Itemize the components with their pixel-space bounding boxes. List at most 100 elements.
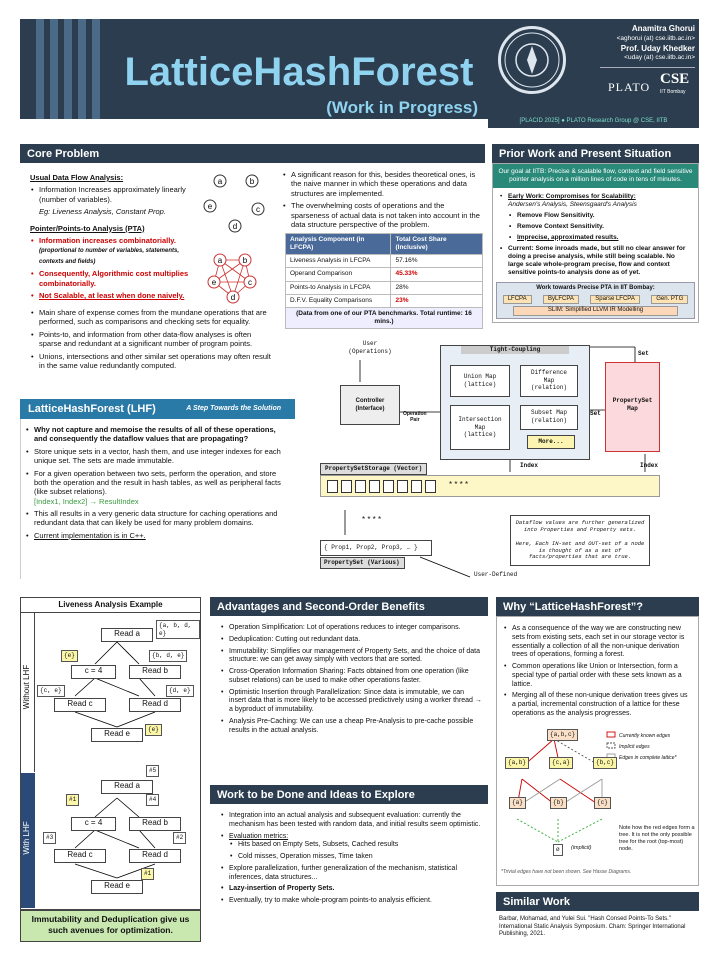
idx-1b: #1 [141, 868, 155, 880]
authors: Anamitra Ghorui<aghorui (at) cse.iitb.ac… [616, 24, 695, 62]
lhf-point-4: This all results in a very generic data … [25, 509, 289, 528]
idx-2: #2 [173, 832, 187, 844]
propertyset-label: PropertySet (Various) [320, 557, 405, 569]
plato-logo: PLATO [608, 80, 651, 94]
work-header: Work to be Done and Ideas to Explore [210, 785, 488, 804]
lhf-body: Why not capture and memoise the results … [20, 419, 295, 579]
idx-3: #3 [43, 832, 57, 844]
why-body: As a consequence of the way we are const… [496, 616, 699, 886]
lhf-point-1: Why not capture and memoise the results … [25, 425, 289, 444]
idx-4: #4 [146, 794, 160, 806]
header-stripes [20, 19, 115, 119]
svg-text:e: e [212, 278, 217, 287]
work-body: Integration into an actual analysis and … [210, 804, 488, 942]
set-label-top: Set [638, 350, 649, 357]
reason-1: A significant reason for this, besides t… [282, 170, 482, 198]
variable-graph: a b e c d a b e c d [203, 174, 265, 304]
header-banner [20, 19, 699, 119]
poster-subtitle: (Work in Progress) [326, 98, 478, 117]
more-box: More... [527, 435, 575, 449]
set-de: {d, e} [166, 685, 194, 697]
work-bylfcpa: ByLFCPA [542, 294, 579, 304]
svg-text:b: b [250, 177, 255, 186]
difference-map: Difference Map (relation) [520, 365, 578, 397]
work-lfcpa: LFCPA [502, 294, 532, 304]
cfg-read-b-2: Read b [129, 817, 181, 831]
lattice-empty: ø [553, 844, 563, 856]
reason-2: The overwhelming costs of operations and… [282, 201, 482, 229]
op-pair-label: Operation Pair [403, 411, 427, 424]
svg-text:d: d [231, 293, 235, 302]
lhf-point-5: Current implementation is in C++. [25, 531, 289, 541]
lhf-point-2: Store unique sets in a vector, hash them… [25, 447, 289, 466]
liveness-box: Liveness Analysis Example Without LHF Wi… [20, 597, 201, 910]
set-e-2: {e} [145, 724, 162, 736]
cfg-read-e-1: Read e [91, 728, 143, 742]
cost-table: Analysis Component (in LFCPA)Total Cost … [284, 232, 483, 330]
cfg-read-a-1: Read a [101, 628, 153, 642]
controller-box: Controller (Interface) [340, 385, 400, 425]
work-sparse: Sparse LFCPA [590, 294, 640, 304]
lattice-c: {c} [594, 797, 611, 809]
current-status: Current: Some inroads made, but still no… [499, 245, 692, 278]
propertyset-map: PropertySet Map [605, 362, 660, 452]
set-e: {e} [61, 650, 78, 662]
svg-text:a: a [218, 177, 223, 186]
svg-text:e: e [208, 202, 213, 211]
lattice-abc: {a,b,c} [547, 729, 579, 741]
liveness-title: Liveness Analysis Example [21, 598, 200, 613]
lattice-ca: {c,a} [549, 757, 574, 769]
lattice-a: {a} [509, 797, 526, 809]
set-ce: {c, e} [37, 685, 65, 697]
storage-label: PropertySetStorage (Vector) [320, 463, 428, 475]
early-sub: Andersen's Analysis, Steensgaard's Analy… [508, 201, 637, 209]
lattice-ab: {a,b} [505, 757, 530, 769]
work-genptg: Gen. PTG [651, 294, 689, 304]
usual-example: Eg: Liveness Analysis, Constant Prop. [39, 207, 166, 217]
similar-work-ref: Barbar, Mohamad, and Yulei Sui. "Hash Co… [499, 916, 686, 937]
pta-point-1: Information increases combinatorially.(p… [30, 236, 195, 266]
ellipsis: * * * * [362, 515, 382, 524]
advantages-header: Advantages and Second-Order Benefits [210, 597, 488, 616]
set-abde: {a, b, d, e} [156, 620, 200, 639]
similar-work-header: Similar Work [496, 892, 699, 911]
intersection-map: Intersection Map (lattice) [450, 405, 510, 450]
conference-bar: [PLACID 2025] ● PLATO Research Group @ C… [488, 114, 699, 128]
core-problem-body: Usual Data Flow Analysis: Information In… [20, 163, 485, 388]
lhf-point-3: For a given operation between two sets, … [25, 469, 289, 507]
property-set: { Prop1, Prop2, Prop3, … } [320, 540, 432, 556]
prior-work-body: Our goal at IITB: Precise & scalable flo… [492, 163, 699, 323]
usual-heading: Usual Data Flow Analysis: [30, 173, 124, 182]
index-label-2: Index [640, 462, 659, 469]
storage-vector: * * * * [320, 475, 660, 497]
lattice-b: {b} [550, 797, 567, 809]
union-map: Union Map (lattice) [450, 365, 510, 397]
lattice-bc: {b,c} [593, 757, 618, 769]
implicit-label: (implicit) [571, 845, 592, 851]
works-box: Work towards Precise PTA in IIT Bombay: … [496, 282, 695, 319]
iitb-logo [498, 26, 566, 94]
cfg-read-d-2: Read d [129, 849, 181, 863]
lattice-footnote: *Trivial edges have not been shown. See … [501, 869, 632, 875]
pta-heading: Pointer/Points-to Analysis (PTA) [30, 223, 145, 233]
liveness-cfg [74, 641, 156, 879]
svg-text:a: a [218, 256, 223, 265]
core-main-3: Unions, intersections and other similar … [30, 352, 275, 371]
prior-work-header: Prior Work and Present Situation [492, 144, 699, 163]
why-header: Why “LatticeHashForest”? [496, 597, 699, 616]
set-bde: {b, d, e} [149, 650, 188, 662]
cfg-c4-2: c = 4 [71, 817, 116, 831]
core-main-2: Points-to, and information from other da… [30, 330, 275, 349]
poster-title: LatticeHashForest [124, 50, 474, 94]
subset-map: Subset Map (relation) [520, 405, 578, 430]
user-label: User (Operations) [348, 340, 392, 355]
dataflow-note: Dataflow values are further generalized … [510, 515, 650, 567]
lhf-header: LatticeHashForest (LHF) A Step Towards t… [20, 399, 295, 419]
cfg-read-e-2: Read e [91, 880, 143, 894]
core-main-1: Main share of expense comes from the mun… [30, 308, 275, 327]
cfg-read-c-1: Read c [54, 698, 106, 712]
index-label-1: Index [520, 462, 539, 469]
cfg-read-a-2: Read a [101, 780, 153, 794]
without-lhf-bar: Without LHF [21, 612, 35, 772]
